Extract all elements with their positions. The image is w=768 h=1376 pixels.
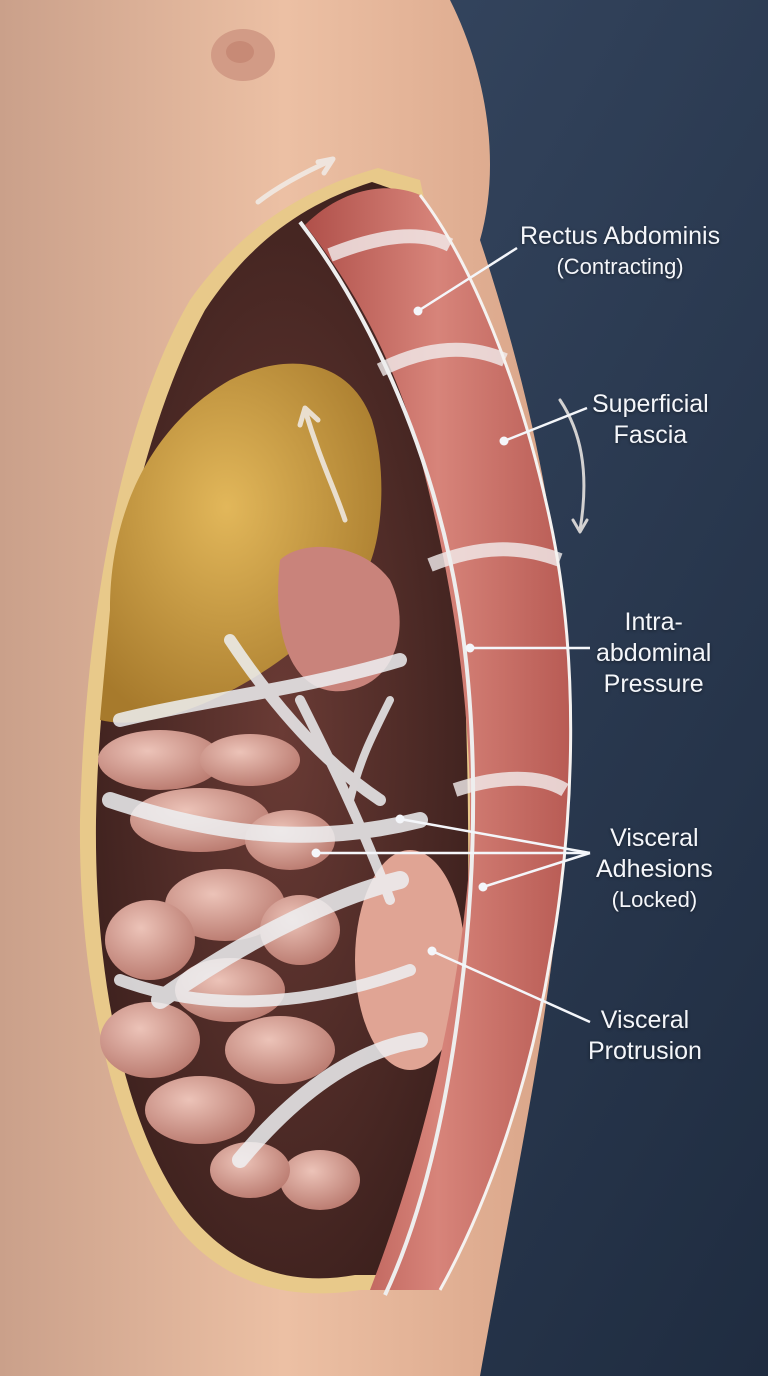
label-intra-abdominal-pressure: Intra- abdominal Pressure xyxy=(596,607,711,700)
tendinous-intersections xyxy=(327,229,569,797)
leader-dots xyxy=(311,306,509,956)
stomach xyxy=(278,546,400,692)
label-fascia-line2: Fascia xyxy=(613,421,688,449)
label-rectus-line2: (Contracting) xyxy=(556,254,684,279)
label-fascia-line1: Superficial xyxy=(592,390,709,418)
adhesion-webs xyxy=(102,634,428,1168)
label-superficial-fascia: Superficial Fascia xyxy=(592,389,709,451)
label-pressure-line3: Pressure xyxy=(603,670,704,698)
label-rectus-line1: Rectus Abdominis xyxy=(520,222,721,250)
label-protrusion-line1: Visceral xyxy=(600,1006,690,1034)
rectus-abdominis xyxy=(305,188,571,1290)
label-visceral-adhesions: Visceral Adhesions (Locked) xyxy=(596,823,713,914)
label-adhesions-line3: (Locked) xyxy=(611,887,698,912)
leader-lines xyxy=(316,246,591,1024)
label-adhesions-line2: Adhesions xyxy=(596,855,713,883)
label-adhesions-line1: Visceral xyxy=(610,824,699,852)
visceral-protrusion xyxy=(355,850,465,1070)
label-pressure-line2: abdominal xyxy=(596,639,712,667)
label-pressure-line1: Intra- xyxy=(624,608,683,636)
label-rectus-abdominis: Rectus Abdominis (Contracting) xyxy=(520,221,720,281)
label-visceral-protrusion: Visceral Protrusion xyxy=(588,1005,702,1067)
motion-arrows xyxy=(255,156,589,534)
label-protrusion-line2: Protrusion xyxy=(588,1037,702,1065)
superficial-fascia-line xyxy=(298,220,476,1296)
